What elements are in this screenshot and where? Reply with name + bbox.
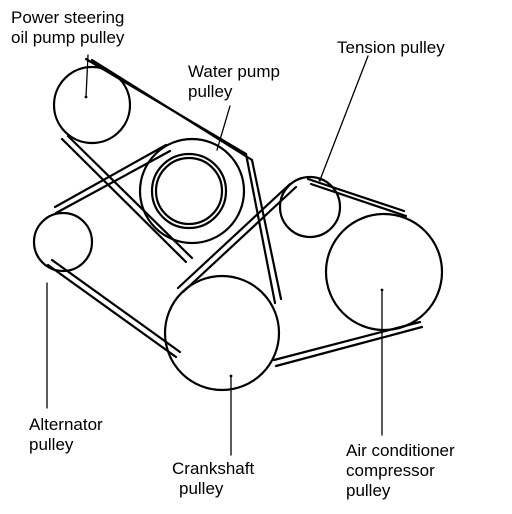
power-steering-pump-pulley bbox=[52, 65, 132, 145]
drive-belt-ac bbox=[176, 177, 424, 368]
tension-pulley bbox=[278, 175, 342, 239]
label-line: pulley bbox=[29, 435, 74, 454]
label-air-conditioner-compressor-pulley: Air conditioner compressor pulley bbox=[346, 441, 455, 501]
label-line: Alternator bbox=[29, 415, 103, 434]
label-line: pulley bbox=[179, 479, 224, 498]
water-pump-pulley bbox=[138, 137, 246, 245]
label-line: pulley bbox=[346, 481, 391, 500]
label-tension-pulley: Tension pulley bbox=[337, 38, 445, 58]
leader-tension bbox=[319, 55, 369, 181]
alternator-pulley bbox=[32, 211, 94, 273]
label-line: Crankshaft bbox=[172, 459, 255, 478]
label-line: Power steering bbox=[11, 8, 125, 27]
label-line: Tension pulley bbox=[337, 38, 445, 57]
crankshaft-pulley bbox=[163, 274, 281, 392]
label-crankshaft-pulley: Crankshaft pulley bbox=[172, 459, 254, 499]
leader-water-pump bbox=[216, 105, 231, 151]
label-line: compressor bbox=[346, 461, 435, 480]
label-line: oil pump pulley bbox=[11, 28, 125, 47]
label-line: Air conditioner bbox=[346, 441, 455, 460]
label-line: pulley bbox=[188, 82, 233, 101]
label-water-pump-pulley: Water pump pulley bbox=[188, 62, 280, 102]
drive-belt-main bbox=[46, 57, 283, 359]
leader-power-steering bbox=[85, 54, 89, 98]
pulley-centers bbox=[84, 95, 384, 378]
label-power-steering-pulley: Power steering oil pump pulley bbox=[11, 8, 124, 48]
leader-lines bbox=[46, 54, 383, 456]
air-conditioner-compressor-pulley bbox=[324, 212, 444, 332]
label-line: Water pump bbox=[188, 62, 280, 81]
label-alternator-pulley: Alternator pulley bbox=[29, 415, 103, 455]
